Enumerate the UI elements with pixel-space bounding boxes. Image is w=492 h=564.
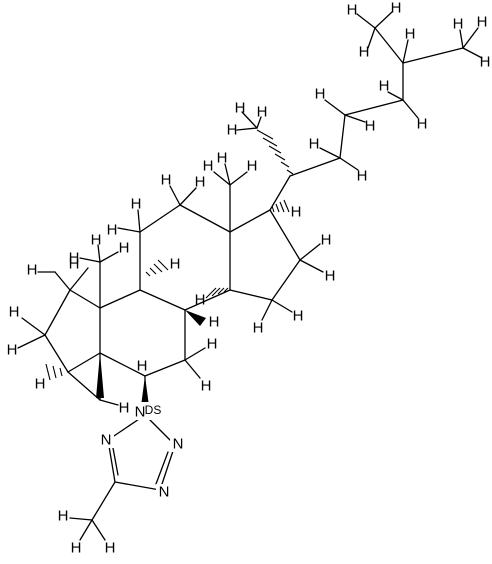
atom-label-h: H	[217, 150, 228, 167]
atom-label-h: H	[35, 376, 46, 393]
atom-label-h: H	[365, 118, 376, 135]
atom-label-h: H	[27, 262, 38, 279]
atom-label-h: H	[209, 314, 220, 331]
atom-label-h: H	[357, 168, 368, 185]
hashed-bond-c9-h	[145, 259, 169, 277]
wedge-bond-c10-ring	[96, 353, 104, 398]
atom-label-h: H	[315, 86, 326, 103]
wedge-bond-c6-n	[141, 376, 149, 406]
atom-label-h: H	[119, 400, 130, 417]
atom-label-h: H	[391, 0, 402, 17]
atom-label-n: N	[101, 432, 112, 449]
atom-label-h: H	[417, 116, 428, 133]
atom-label-h: H	[119, 240, 130, 257]
atom-label-h: H	[207, 336, 218, 353]
atom-label-h: H	[235, 100, 246, 117]
atom-label-h: H	[58, 508, 69, 525]
atom-label-h: H	[170, 256, 181, 273]
atom-label-h: H	[105, 540, 116, 557]
wedge-bond-c8-h	[185, 310, 206, 326]
atom-labels: H H H H H H H H H H H H H H H H H H H H …	[7, 0, 491, 557]
atom-label-h: H	[201, 378, 212, 395]
atom-label-h: H	[379, 78, 390, 95]
atom-label-h: H	[131, 196, 142, 213]
atom-label-n: N	[159, 484, 170, 501]
atom-label-h: H	[137, 358, 148, 375]
atom-label-n: N	[173, 436, 184, 453]
atom-label-h: H	[107, 222, 118, 239]
atom-label-ds: DS	[145, 403, 162, 417]
atom-label-h: H	[203, 158, 214, 175]
atom-label-h: H	[227, 122, 238, 139]
atom-label-h: H	[7, 342, 18, 359]
atom-label-h: H	[71, 540, 82, 557]
atom-label-h: H	[247, 158, 258, 175]
atom-label-h: H	[69, 256, 80, 273]
atom-label-h: H	[293, 308, 304, 325]
atom-label-h: H	[325, 268, 336, 285]
hashed-bond-c17-h	[271, 199, 290, 213]
atom-label-n: N	[135, 404, 146, 421]
hashed-bond-c20-methyl	[256, 129, 294, 175]
atom-label-h: H	[291, 204, 302, 221]
stereo-bonds	[45, 129, 294, 406]
atom-label-h: H	[69, 250, 80, 267]
atom-label-h: H	[161, 172, 172, 189]
atom-label-h: H	[321, 232, 332, 249]
atom-label-h: H	[359, 44, 370, 61]
hashed-bond-c14-h	[205, 287, 229, 299]
atom-label-h: H	[480, 54, 491, 71]
atom-label-h: H	[347, 2, 358, 19]
atom-label-h: H	[9, 304, 20, 321]
bond-skeleton	[17, 11, 483, 541]
atom-label-h: H	[257, 104, 268, 121]
atom-label-h: H	[477, 14, 488, 31]
atom-label-h: H	[253, 320, 264, 337]
hashed-bond-cyclopropane-h	[45, 363, 63, 381]
atom-label-h: H	[195, 292, 206, 309]
atom-label-h: H	[195, 174, 206, 191]
atom-label-h: H	[453, 16, 464, 33]
atom-label-h: H	[91, 232, 102, 249]
atom-label-h: H	[405, 26, 416, 43]
atom-label-h: H	[309, 136, 320, 153]
